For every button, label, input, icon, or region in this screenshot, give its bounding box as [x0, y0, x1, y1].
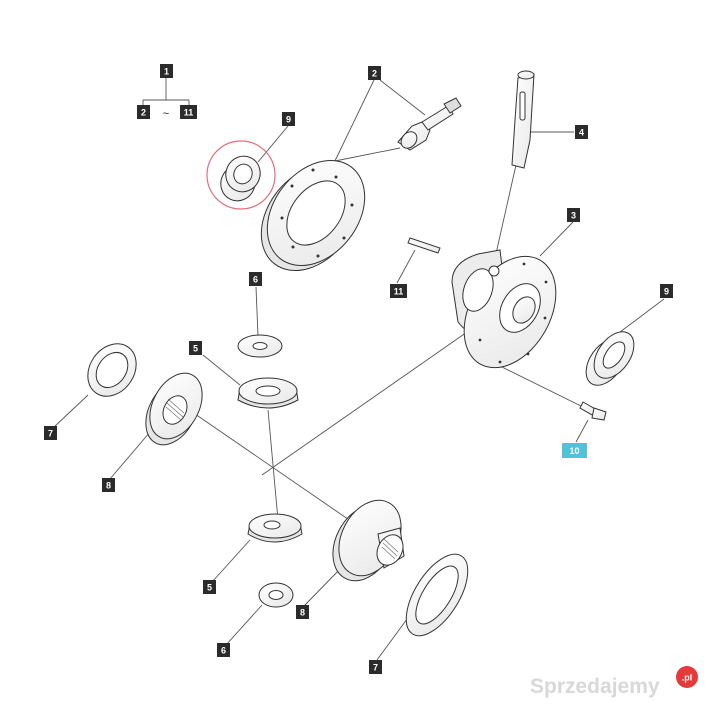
svg-text:7: 7 [48, 429, 53, 439]
callout-3: 3 [567, 208, 580, 222]
thrust-washer-part-bottom [405, 553, 469, 637]
bolt-part [579, 401, 607, 421]
callout-5-bottom: 5 [203, 580, 216, 594]
callout-9-left: 9 [282, 112, 295, 126]
svg-text:8: 8 [300, 608, 305, 618]
svg-text:5: 5 [207, 583, 212, 593]
leader-lines [52, 78, 665, 661]
watermark: Sprzedajemy .pl [530, 666, 698, 698]
svg-text:10: 10 [569, 446, 579, 456]
svg-text:8: 8 [106, 481, 111, 491]
svg-text:6: 6 [253, 275, 258, 285]
svg-text:.pl: .pl [682, 673, 693, 683]
callout-2: 2 [368, 66, 381, 80]
callout-9-right: 9 [660, 284, 673, 298]
svg-text:2: 2 [372, 69, 377, 79]
thrust-washer-part-left [87, 343, 137, 397]
side-gear-part-top [237, 377, 299, 409]
svg-text:1: 1 [164, 67, 169, 77]
callout-7-left: 7 [44, 426, 57, 440]
pin-part [407, 237, 441, 254]
svg-text:9: 9 [286, 115, 291, 125]
differential-case-part [451, 249, 557, 369]
svg-text:4: 4 [579, 128, 584, 138]
pinion-shaft-part [397, 97, 462, 151]
callout-8-bottom: 8 [296, 605, 309, 619]
range-tilde: ~ [163, 108, 169, 120]
svg-text:3: 3 [571, 211, 576, 221]
svg-text:2: 2 [141, 108, 146, 118]
svg-text:5: 5 [193, 344, 198, 354]
callout-7-bottom: 7 [369, 660, 382, 674]
bearing-part-right [585, 331, 635, 386]
callout-1: 1 [160, 64, 173, 78]
washer-part-bottom [258, 582, 294, 608]
callout-8-left: 8 [102, 478, 115, 492]
svg-text:11: 11 [394, 287, 404, 297]
callout-2-range-start: 2 [137, 105, 150, 119]
callout-11-range-end: 11 [180, 105, 197, 119]
svg-text:9: 9 [664, 287, 669, 297]
side-gear-part-left [145, 372, 203, 446]
callout-5-top: 5 [189, 341, 202, 355]
washer-part-top [237, 334, 283, 358]
svg-text:Sprzedajemy: Sprzedajemy [530, 675, 660, 698]
bearing-part-left [206, 140, 276, 210]
callout-6-bottom: 6 [217, 643, 230, 657]
callout-10-highlighted: 10 [562, 443, 587, 458]
side-gear-part-bottom [247, 513, 303, 543]
callouts: 1 2 ~ 11 2 9 4 3 11 [44, 64, 673, 674]
svg-text:6: 6 [221, 646, 226, 656]
callout-11: 11 [390, 284, 407, 298]
ring-gear-part [260, 159, 366, 272]
svg-text:7: 7 [373, 663, 378, 673]
callout-6-top: 6 [249, 272, 262, 286]
svg-text:11: 11 [184, 108, 194, 118]
callout-4: 4 [575, 125, 588, 139]
side-gear-part-bottom-large [332, 499, 405, 582]
parts [87, 70, 635, 637]
shaft-part [511, 70, 535, 169]
